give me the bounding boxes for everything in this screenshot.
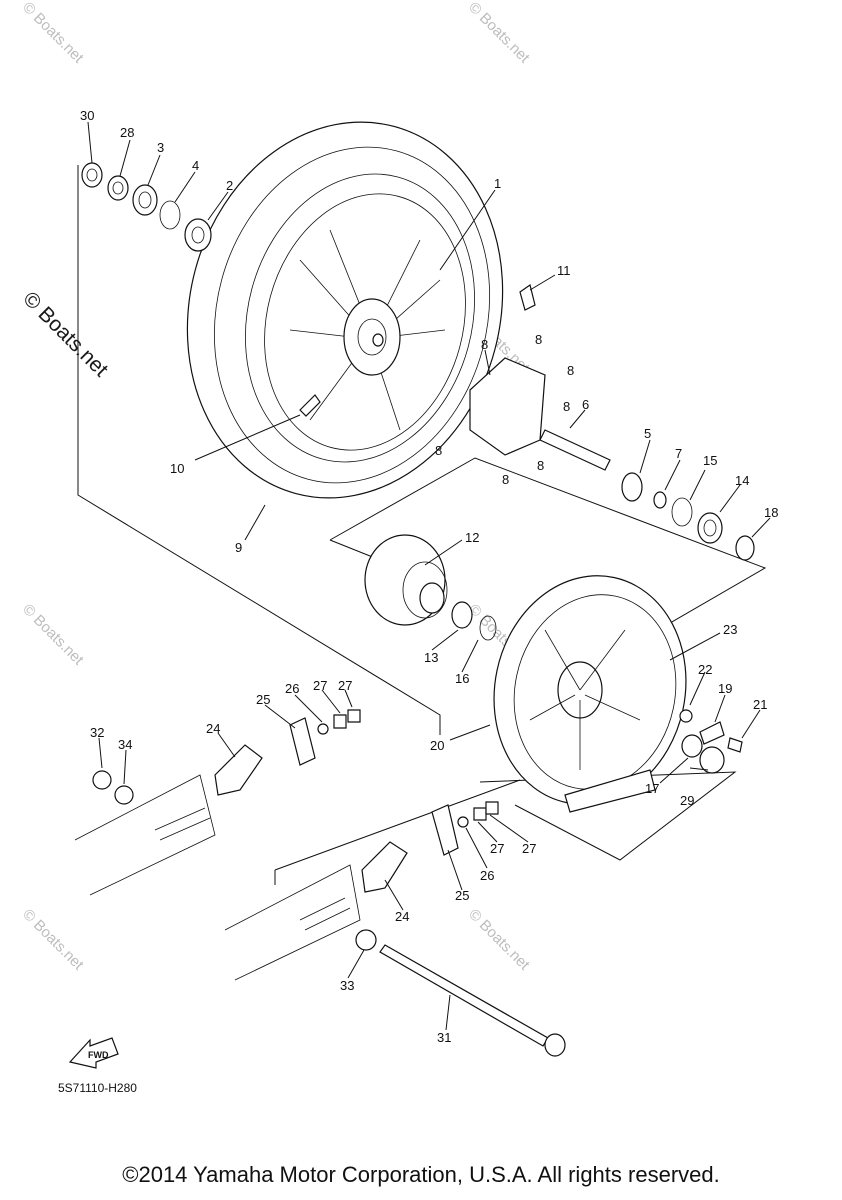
callout-24: 24 <box>395 909 409 924</box>
callout-5: 5 <box>644 426 651 441</box>
callout-31: 31 <box>437 1030 451 1045</box>
fwd-arrow: FWD <box>68 1037 119 1069</box>
callout-28: 28 <box>120 125 134 140</box>
callout-labels: 30 28 3 4 2 1 11 8 8 8 8 8 8 8 6 5 7 15 … <box>80 108 778 1045</box>
watermark: © Boats.net <box>19 906 87 974</box>
callout-21: 21 <box>753 697 767 712</box>
callout-24: 24 <box>206 721 220 736</box>
callout-25: 25 <box>256 692 270 707</box>
callout-19: 19 <box>718 681 732 696</box>
callout-6: 6 <box>582 397 589 412</box>
callout-8: 8 <box>567 363 574 378</box>
watermark-large: © Boats.net <box>18 287 112 381</box>
callout-12: 12 <box>465 530 479 545</box>
swingarm <box>74 774 361 981</box>
callout-27: 27 <box>490 841 504 856</box>
callout-3: 3 <box>157 140 164 155</box>
callout-22: 22 <box>698 662 712 677</box>
callout-8: 8 <box>537 458 544 473</box>
callout-8: 8 <box>435 443 442 458</box>
callout-32: 32 <box>90 725 104 740</box>
callout-23: 23 <box>723 622 737 637</box>
axle-assembly <box>92 709 566 1057</box>
callout-20: 20 <box>430 738 444 753</box>
copyright-notice: ©2014 Yamaha Motor Corporation, U.S.A. A… <box>122 1162 720 1187</box>
callout-27: 27 <box>522 841 536 856</box>
leader-lines <box>87 121 771 1031</box>
watermark: © Boats.net <box>465 0 533 67</box>
callout-17: 17 <box>645 781 659 796</box>
rear-pulley <box>493 575 687 813</box>
callout-15: 15 <box>703 453 717 468</box>
callout-7: 7 <box>675 446 682 461</box>
callout-34: 34 <box>118 737 132 752</box>
damper-assembly <box>469 284 755 561</box>
callout-14: 14 <box>735 473 749 488</box>
callout-27: 27 <box>313 678 327 693</box>
callout-8: 8 <box>563 399 570 414</box>
callout-13: 13 <box>424 650 438 665</box>
watermark: © Boats.net <box>19 601 87 669</box>
part-code: 5S71110-H280 <box>58 1081 137 1095</box>
watermark: © Boats.net <box>19 0 87 67</box>
callout-10: 10 <box>170 461 184 476</box>
callout-27: 27 <box>338 678 352 693</box>
callout-25: 25 <box>455 888 469 903</box>
callout-8: 8 <box>481 337 488 352</box>
callout-30: 30 <box>80 108 94 123</box>
callout-1: 1 <box>494 176 501 191</box>
callout-8: 8 <box>535 332 542 347</box>
callout-9: 9 <box>235 540 242 555</box>
callout-26: 26 <box>480 868 494 883</box>
callout-16: 16 <box>455 671 469 686</box>
driven-flange <box>364 534 497 641</box>
pulley-hardware <box>679 709 743 774</box>
watermark: © Boats.net <box>465 906 533 974</box>
callout-4: 4 <box>192 158 199 173</box>
rear-wheel <box>186 121 504 499</box>
callout-2: 2 <box>226 178 233 193</box>
fwd-label: FWD <box>88 1050 109 1060</box>
callout-26: 26 <box>285 681 299 696</box>
callout-8: 8 <box>502 472 509 487</box>
callout-11: 11 <box>557 263 571 278</box>
callout-29: 29 <box>680 793 694 808</box>
callout-33: 33 <box>340 978 354 993</box>
callout-18: 18 <box>764 505 778 520</box>
